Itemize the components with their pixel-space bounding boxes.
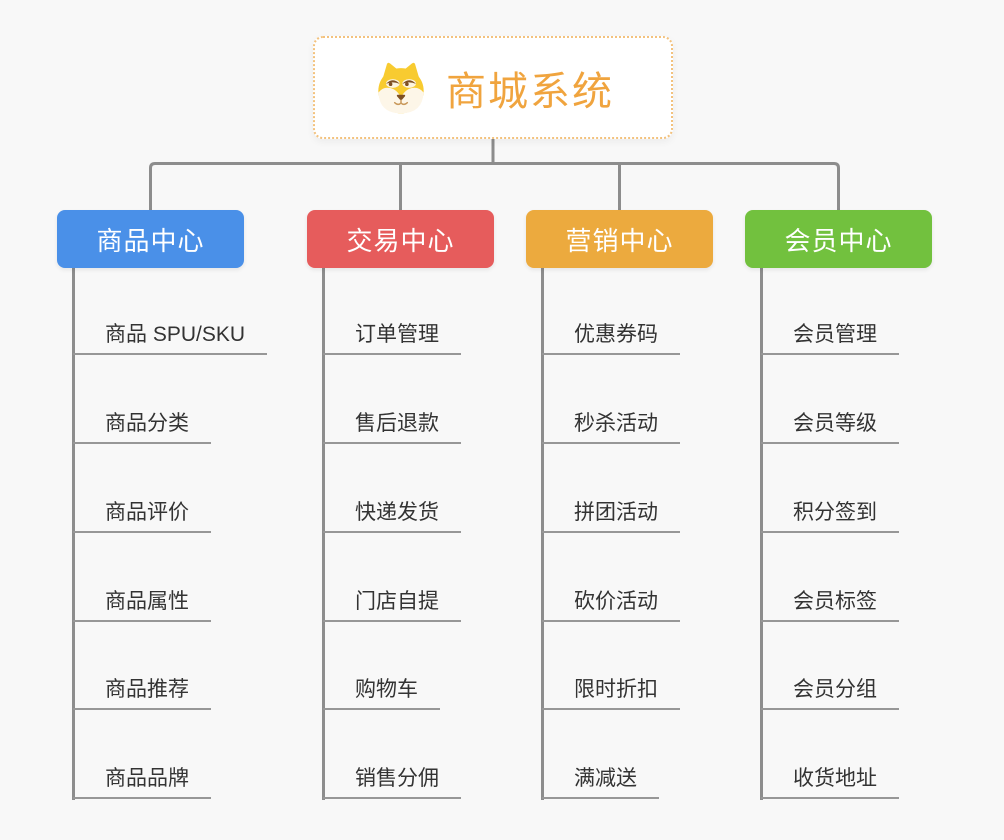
leaf-node[interactable]: 售后退款 <box>323 406 461 444</box>
leaf-node[interactable]: 会员分组 <box>761 672 899 710</box>
leaf-node[interactable]: 秒杀活动 <box>542 406 680 444</box>
branch-node-1[interactable]: 商品中心 <box>57 210 244 268</box>
leaf-node[interactable]: 商品推荐 <box>73 672 211 710</box>
leaf-node[interactable]: 拼团活动 <box>542 495 680 533</box>
leaf-node[interactable]: 销售分佣 <box>323 761 461 799</box>
leaf-node[interactable]: 购物车 <box>323 672 440 710</box>
shiba-dog-icon <box>372 59 430 117</box>
leaf-node[interactable]: 会员管理 <box>761 317 899 355</box>
leaf-node[interactable]: 会员标签 <box>761 584 899 622</box>
root-title: 商城系统 <box>446 69 614 114</box>
branch-node-2[interactable]: 交易中心 <box>307 210 494 268</box>
leaf-node[interactable]: 限时折扣 <box>542 672 680 710</box>
leaf-node[interactable]: 商品 SPU/SKU <box>73 317 268 355</box>
leaf-node[interactable]: 商品分类 <box>73 406 211 444</box>
leaf-node[interactable]: 商品属性 <box>73 584 211 622</box>
leaf-node[interactable]: 订单管理 <box>323 317 461 355</box>
root-node[interactable]: 商城系统 <box>313 36 673 139</box>
leaf-node[interactable]: 快递发货 <box>323 495 461 533</box>
leaf-node[interactable]: 优惠券码 <box>542 317 680 355</box>
branch-node-4[interactable]: 会员中心 <box>745 210 932 268</box>
leaf-node[interactable]: 积分签到 <box>761 495 899 533</box>
leaf-node[interactable]: 收货地址 <box>761 761 899 799</box>
leaf-node[interactable]: 满减送 <box>542 761 659 799</box>
leaf-node[interactable]: 商品评价 <box>73 495 211 533</box>
leaf-node[interactable]: 门店自提 <box>323 584 461 622</box>
branch-node-3[interactable]: 营销中心 <box>526 210 713 268</box>
leaf-node[interactable]: 砍价活动 <box>542 584 680 622</box>
leaf-node[interactable]: 会员等级 <box>761 406 899 444</box>
leaf-node[interactable]: 商品品牌 <box>73 761 211 799</box>
